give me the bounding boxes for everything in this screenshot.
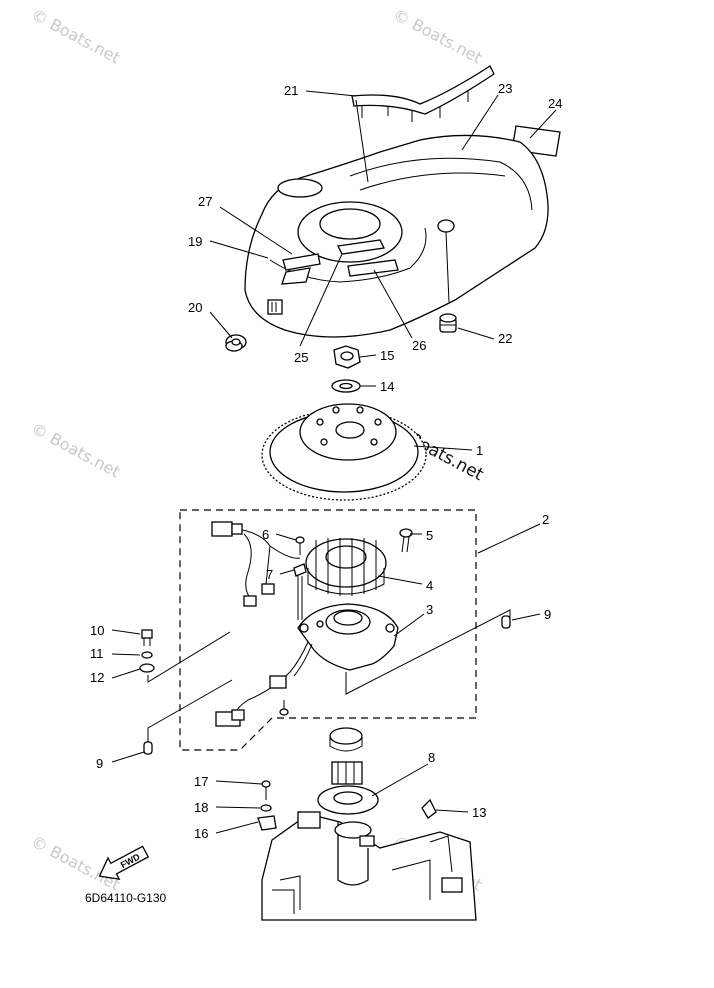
callout-13: 13: [472, 805, 486, 820]
watermark-top-left: © Boats.net: [28, 5, 123, 68]
callout-6: 6: [262, 527, 269, 542]
watermark-top-right: © Boats.net: [390, 5, 485, 68]
callout-20: 20: [188, 300, 202, 315]
stator-coil-part: [305, 538, 387, 596]
washer-11-part: [141, 651, 153, 659]
grommet-20-part: [225, 334, 247, 352]
callout-9-lower: 9: [96, 756, 103, 771]
callout-3: 3: [426, 602, 433, 617]
callout-19: 19: [188, 234, 202, 249]
callout-12: 12: [90, 670, 104, 685]
pulser-coil-harness-part: [215, 641, 313, 727]
plug-13-part: [421, 798, 437, 819]
callout-14: 14: [380, 379, 394, 394]
callout-27: 27: [198, 194, 212, 209]
callout-26: 26: [412, 338, 426, 353]
callout-16: 16: [194, 826, 208, 841]
callout-17: 17: [194, 774, 208, 789]
screw-6-part: [295, 536, 305, 555]
callout-15: 15: [380, 348, 394, 363]
stator-base-part: [297, 603, 399, 671]
callout-23: 23: [498, 81, 512, 96]
stator-assembly-box: [179, 509, 477, 751]
top-cowling-part: [244, 99, 549, 338]
engine-block-part: [261, 811, 477, 921]
callout-1: 1: [476, 443, 483, 458]
callout-4: 4: [426, 578, 433, 593]
grommet-22-part: [439, 313, 457, 333]
callout-2: 2: [542, 512, 549, 527]
callout-24: 24: [548, 96, 562, 111]
bolt-5-part: [399, 528, 413, 553]
callout-labels: 21 23 24 27 19 20 25 26 22 15 14 1 2 6 5…: [90, 81, 562, 841]
callout-5: 5: [426, 528, 433, 543]
callout-25: 25: [294, 350, 308, 365]
dowel-pin-upper-part: [501, 615, 511, 629]
callout-11: 11: [90, 646, 104, 661]
washer-18-part: [260, 804, 272, 812]
flywheel-part: [261, 403, 427, 501]
clamp-7-part: [293, 563, 307, 620]
flywheel-nut-part: [333, 345, 361, 369]
callout-8: 8: [428, 750, 435, 765]
screw-17-part: [261, 780, 271, 800]
driven-gear-part: [317, 727, 379, 815]
watermark-mid-left: © Boats.net: [28, 419, 123, 482]
callout-10: 10: [90, 623, 104, 638]
bolt-10-part: [141, 629, 153, 646]
diagram-code: 6D64110-G130: [85, 891, 166, 905]
leader-lines: [111, 90, 557, 834]
plate-16-part: [257, 815, 277, 831]
callout-9-upper: 9: [544, 607, 551, 622]
dowel-pin-lower-part: [143, 741, 153, 755]
callout-21: 21: [284, 83, 298, 98]
lighting-coil-harness-part: [211, 521, 301, 607]
callout-7: 7: [266, 567, 273, 582]
callout-18: 18: [194, 800, 208, 815]
callout-22: 22: [498, 331, 512, 346]
washer-12-part: [139, 663, 155, 673]
washer-part: [331, 379, 361, 393]
seal-strip-part: [351, 65, 495, 122]
